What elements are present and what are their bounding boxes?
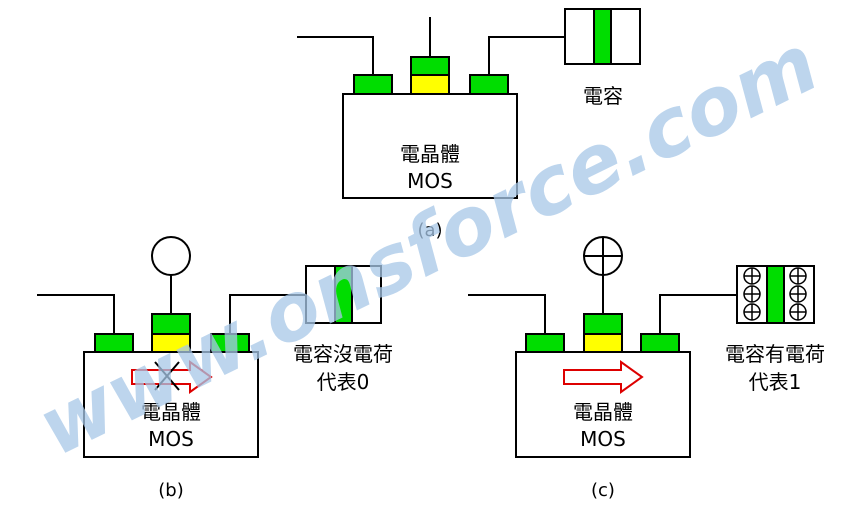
- drain-terminal: [469, 74, 509, 95]
- source-terminal: [525, 333, 565, 353]
- gate-oxide: [410, 74, 450, 95]
- positive-charge-icon: [789, 285, 807, 303]
- positive-charge-icon: [789, 303, 807, 321]
- current-arrow-icon: [131, 360, 213, 394]
- mos-label-c: MOS: [580, 427, 626, 451]
- capacitor-dielectric: [766, 265, 785, 324]
- capacitor-dielectric: [593, 8, 612, 65]
- capacitor-label-b-line2: 代表0: [317, 370, 370, 394]
- mos-label-a: MOS: [407, 169, 453, 193]
- gate-oxide: [583, 333, 623, 353]
- capacitor-label-b-line1: 電容沒電荷: [293, 342, 393, 366]
- gate-terminal: [410, 56, 450, 76]
- drain-terminal: [640, 333, 680, 353]
- empty-circle-icon: [151, 236, 191, 276]
- drain-wire: [488, 36, 565, 75]
- caption-a: (a): [417, 220, 442, 241]
- source-wire: [37, 294, 115, 334]
- gate-oxide: [151, 333, 191, 353]
- positive-charge-icon: [743, 285, 761, 303]
- drain-terminal: [210, 333, 250, 353]
- charge-symbols: [743, 267, 807, 321]
- transistor-label-c: 電晶體: [573, 400, 633, 424]
- positive-charge-icon: [743, 267, 761, 285]
- capacitor-label-c-line1: 電容有電荷: [725, 342, 825, 366]
- transistor-label-a: 電晶體: [400, 142, 460, 166]
- positive-charge-icon: [789, 267, 807, 285]
- capacitor-label-c-line2: 代表1: [749, 370, 802, 394]
- source-terminal: [353, 74, 393, 95]
- capacitor-dielectric: [334, 265, 353, 324]
- source-wire: [297, 36, 374, 75]
- positive-charge-icon: [743, 303, 761, 321]
- current-arrow-icon: [563, 360, 644, 394]
- panel-a: [297, 8, 641, 199]
- mos-label-b: MOS: [148, 427, 194, 451]
- caption-c: (c): [591, 480, 615, 501]
- caption-b: (b): [158, 480, 183, 501]
- capacitor-label-a: 電容: [583, 84, 623, 108]
- transistor-label-b: 電晶體: [141, 400, 201, 424]
- panel-b: [37, 236, 382, 458]
- source-terminal: [94, 333, 134, 353]
- blocked-x-icon: [154, 361, 180, 391]
- source-wire: [468, 294, 546, 334]
- drain-wire: [659, 294, 737, 334]
- drain-wire: [229, 294, 306, 334]
- transistor-body: [342, 93, 518, 199]
- plus-circle-icon: [583, 236, 623, 276]
- gate-terminal: [583, 313, 623, 335]
